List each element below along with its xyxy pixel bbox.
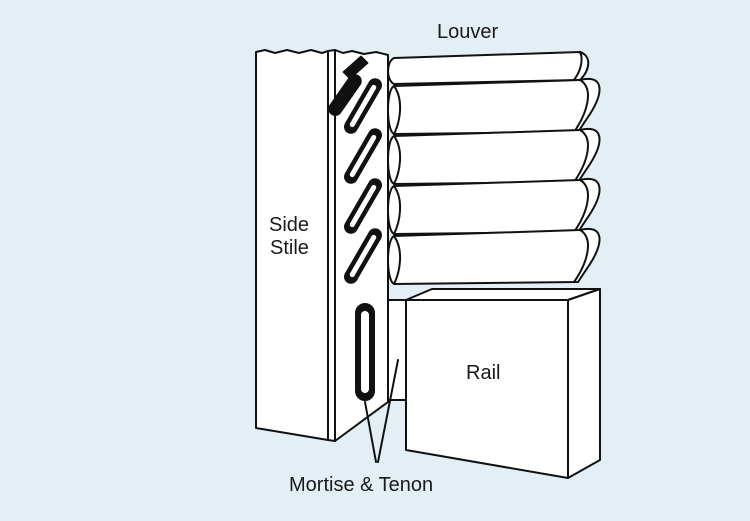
side-stile-front-face xyxy=(255,49,329,441)
rail-label: Rail xyxy=(466,362,500,384)
rail-mortise-inner xyxy=(361,311,369,393)
side-stile-label-line1: Side xyxy=(269,214,309,236)
louver-3 xyxy=(387,127,601,185)
rail-side-face xyxy=(567,288,601,479)
louver-slot-highlight xyxy=(349,84,377,128)
louver-slot-highlight xyxy=(349,184,377,228)
louver-slot xyxy=(328,55,369,116)
rail-front-face xyxy=(405,299,569,479)
tenon xyxy=(387,299,407,401)
louver-slot-highlights xyxy=(349,84,377,278)
leader-line-tenon xyxy=(377,359,399,463)
louver-2 xyxy=(387,77,601,135)
mortise-tenon-leaders xyxy=(364,359,399,463)
leader-line-mortise xyxy=(364,401,377,463)
louver-label: Louver xyxy=(437,21,498,43)
rail xyxy=(405,288,601,479)
louver-slot-highlight xyxy=(349,234,377,278)
louver-5 xyxy=(387,227,601,285)
side-stile-label-line2: Stile xyxy=(270,237,309,259)
mortise-tenon-label: Mortise & Tenon xyxy=(289,474,433,496)
louver-4 xyxy=(387,177,601,235)
louver-slot-highlight xyxy=(349,134,377,178)
louver-1 xyxy=(387,51,590,85)
